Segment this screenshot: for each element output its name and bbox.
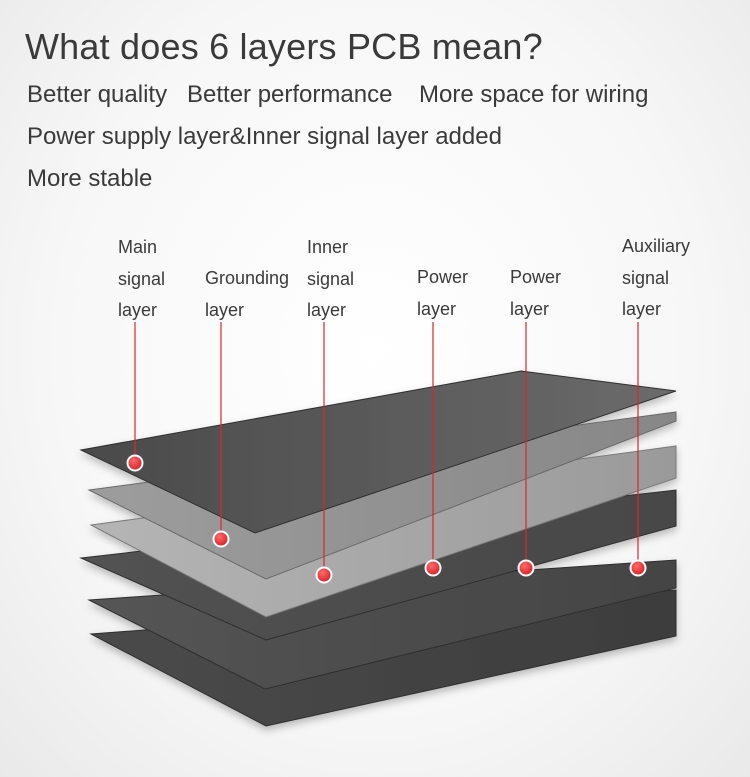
label-line: Grounding: [205, 268, 290, 288]
feature-more-stable: More stable: [27, 165, 153, 192]
feature-better-quality: Better quality: [27, 81, 168, 108]
label-power-layer-1: Power layer: [417, 262, 468, 325]
pcb-layer-1: [79, 370, 677, 534]
label-line: layer: [510, 298, 550, 319]
label-line: signal: [118, 268, 166, 289]
label-line: Inner: [307, 237, 349, 257]
marker-power-1: [424, 559, 442, 577]
marker-inner-signal: [315, 566, 333, 584]
label-grounding-layer: Grounding layer: [205, 263, 289, 326]
label-line: Power: [417, 267, 469, 287]
label-line: signal: [307, 268, 355, 289]
marker-power-2: [517, 559, 535, 577]
label-inner-signal-layer: Inner signal layer: [307, 232, 354, 327]
page-title: What does 6 layers PCB mean?: [25, 26, 543, 67]
feature-power-supply-inner-signal: Power supply layer&Inner signal layer ad…: [27, 123, 502, 150]
marker-grounding: [212, 530, 230, 548]
feature-better-performance: Better performance: [187, 81, 393, 108]
label-power-layer-2: Power layer: [510, 262, 561, 325]
label-line: Main: [118, 237, 158, 257]
feature-more-space-for-wiring: More space for wiring: [419, 81, 649, 108]
label-line: Power: [510, 267, 562, 287]
label-auxiliary-signal-layer: Auxiliary signal layer: [622, 231, 690, 326]
label-line: layer: [622, 299, 662, 319]
label-line: layer: [205, 299, 245, 320]
label-main-signal-layer: Main signal layer: [118, 232, 165, 327]
label-line: layer: [417, 298, 457, 319]
label-line: layer: [118, 300, 158, 320]
label-line: signal: [622, 267, 670, 288]
label-line: layer: [307, 300, 347, 320]
label-line: Auxiliary: [622, 236, 691, 256]
marker-auxiliary-signal: [629, 559, 647, 577]
marker-main-signal: [126, 454, 144, 472]
